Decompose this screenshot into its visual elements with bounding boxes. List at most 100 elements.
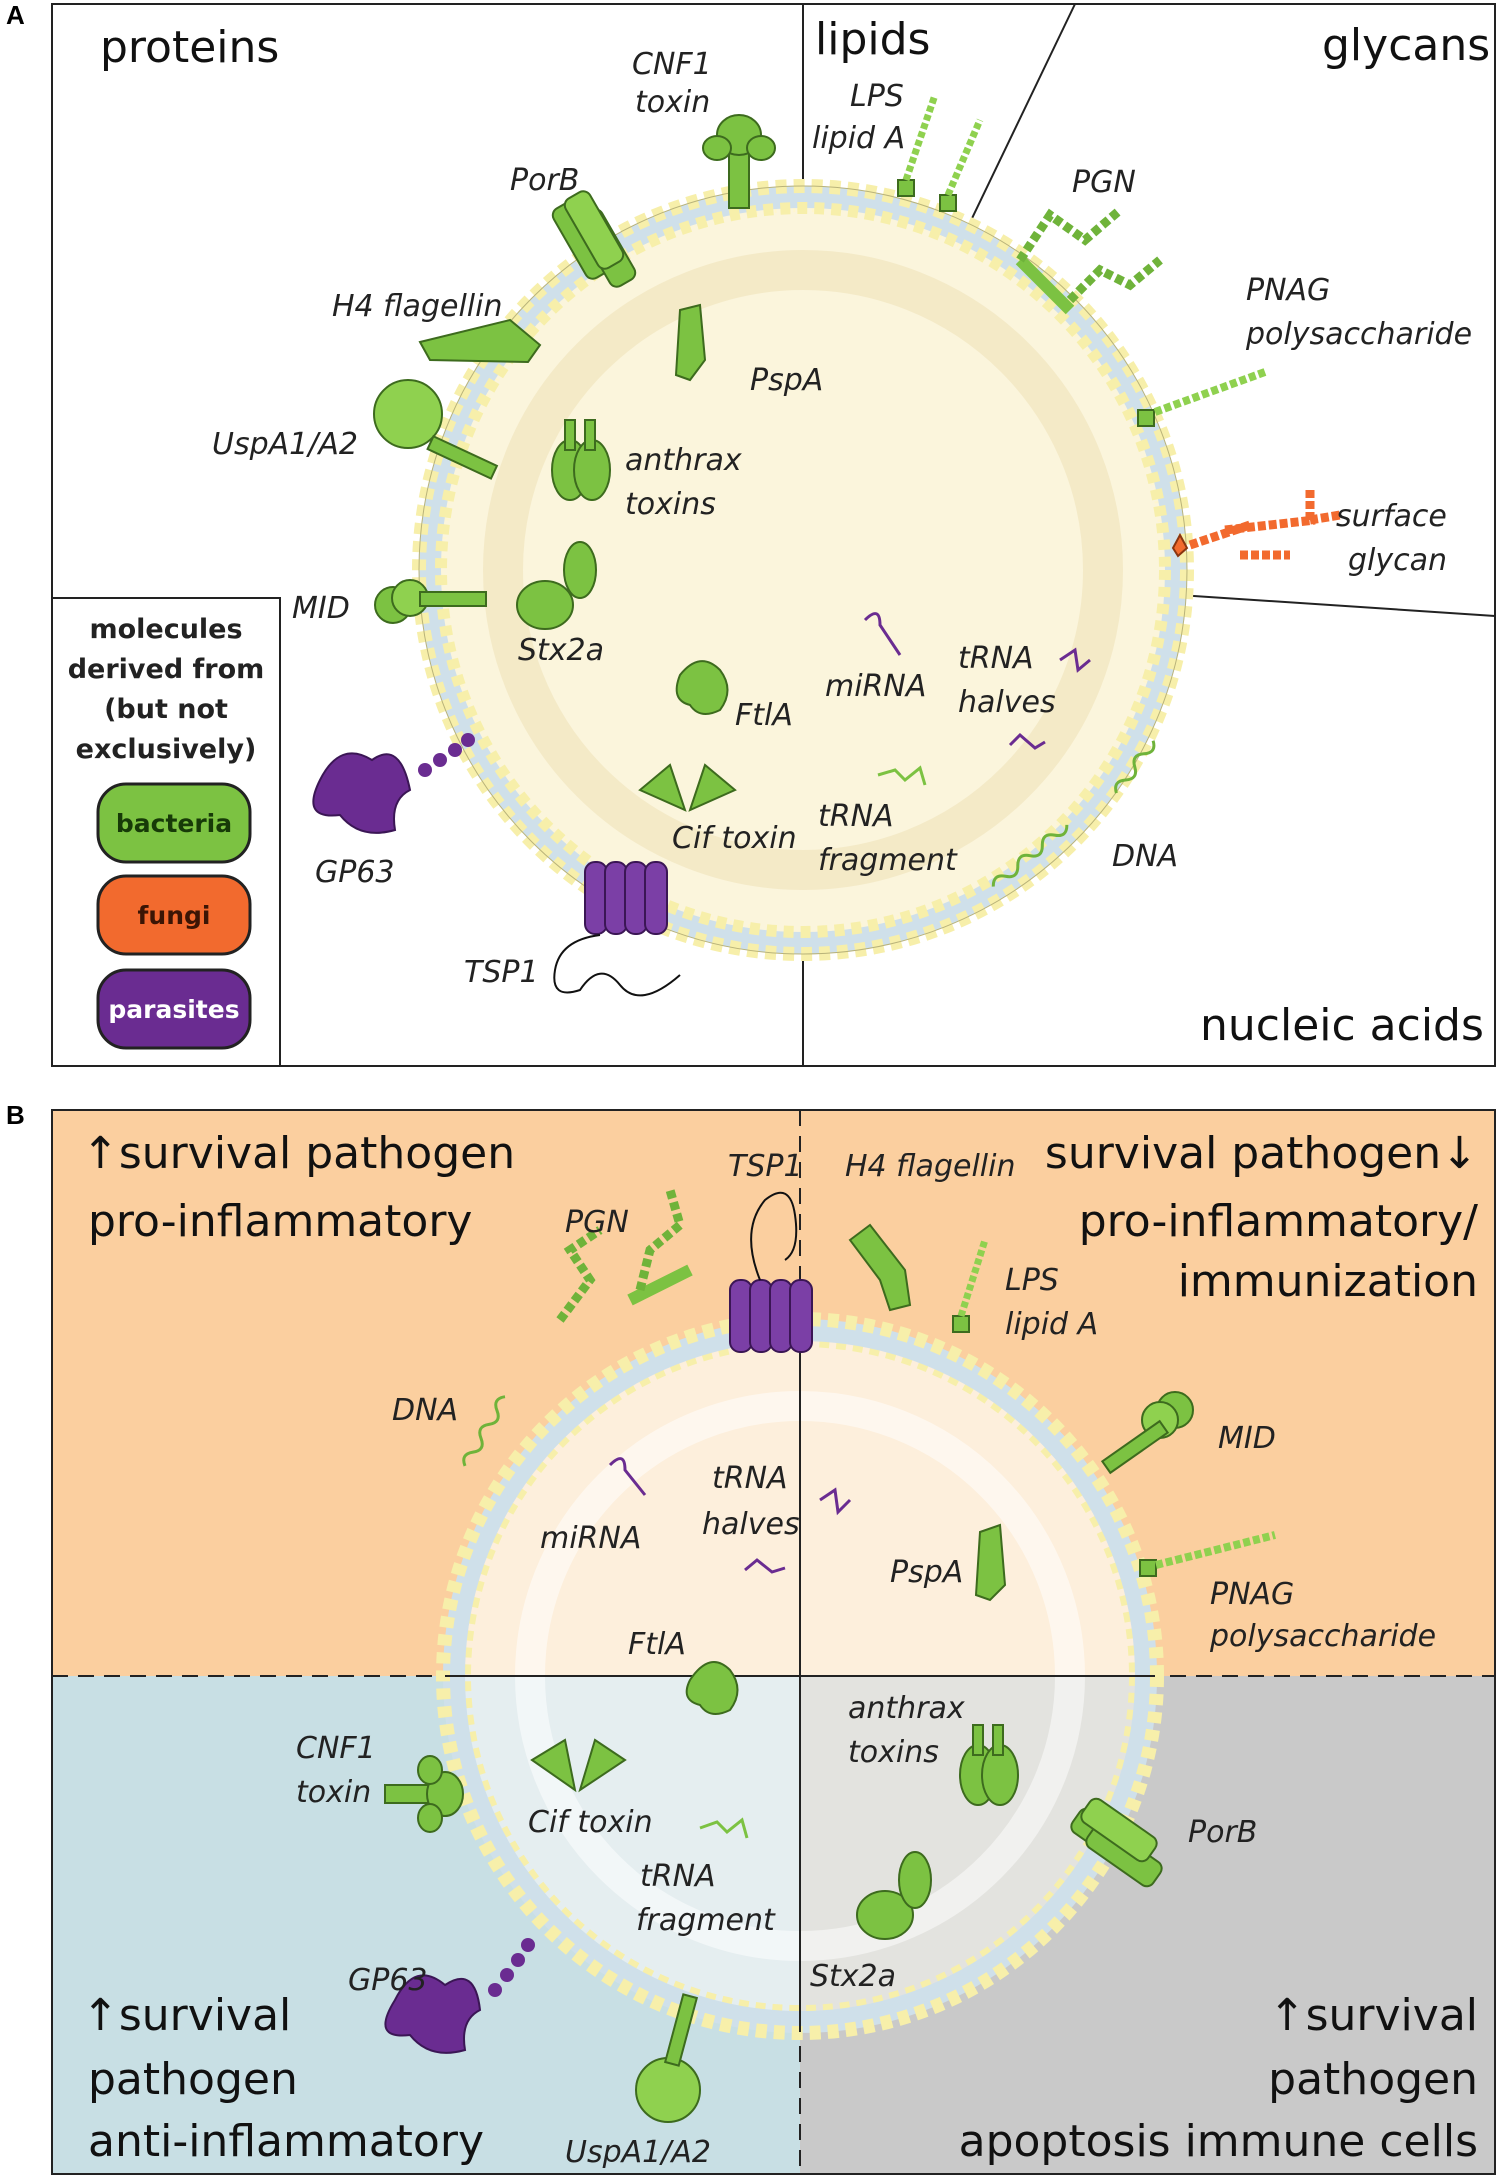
label-b-cnf1-2: toxin (296, 1775, 371, 1810)
label-a-tsp1: TSP1 (464, 955, 539, 990)
uspa-icon-b (635, 1993, 701, 2123)
label-b-lps-2: lipid A (1005, 1307, 1098, 1342)
ftla-icon-a (675, 660, 729, 715)
quad-bl-line1: ↑survival (82, 1990, 291, 2041)
label-a-cnf1-1: CNF1 (632, 47, 712, 82)
porb-icon-a (551, 190, 637, 288)
label-b-trna-f2: fragment (636, 1903, 776, 1938)
anthrax-toxins-icon-b (959, 1724, 1019, 1806)
pspa-icon-b (974, 1523, 1007, 1602)
mirna-icon-a (863, 612, 902, 656)
quad-tr-line1: survival pathogen↓ (1045, 1128, 1478, 1179)
section-nucleic-acids: nucleic acids (1200, 1000, 1484, 1051)
uspa-icon-a (373, 379, 499, 480)
label-a-gp63: GP63 (315, 855, 395, 890)
legend-label-bacteria: bacteria (116, 809, 232, 838)
quad-tr-line2: pro-inflammatory/ (1079, 1196, 1478, 1247)
pgn-icon-a (1015, 206, 1163, 315)
membrane-core (419, 186, 1187, 954)
arrow-up-icon: ↑ (1269, 1990, 1306, 2041)
gp63-icon-b (384, 1938, 535, 2054)
label-a-anthrax-2: toxins (625, 487, 716, 522)
h4-flagellin-icon-b (848, 1223, 912, 1312)
quad-br-line3: apoptosis immune cells (959, 2116, 1478, 2167)
label-b-cif: Cif toxin (528, 1805, 653, 1840)
label-a-h4: H4 flagellin (332, 289, 502, 324)
vesicle-lumen (423, 190, 1183, 950)
legend-label-parasites: parasites (108, 995, 239, 1024)
label-b-tsp1: TSP1 (728, 1149, 803, 1184)
label-a-cif: Cif toxin (672, 821, 797, 856)
tsp1-icon-a (553, 861, 681, 997)
label-b-stx: Stx2a (810, 1959, 896, 1994)
h4-flagellin-icon-a (418, 318, 542, 364)
arrow-up-icon: ↑ (82, 1128, 119, 1179)
label-b-pspa: PspA (890, 1555, 963, 1590)
legend-swatch-bacteria (96, 782, 252, 864)
label-b-mirna: miRNA (540, 1521, 641, 1556)
quad-tl-line1: ↑survival pathogen (82, 1128, 515, 1179)
trna-halves-icon-a (1008, 647, 1091, 750)
label-a-surface-1: surface (1336, 499, 1447, 534)
panel-b-letter: B (6, 1100, 25, 1130)
stx2a-icon-b (856, 1851, 932, 1940)
label-a-surface-2: glycan (1348, 543, 1447, 578)
label-a-porb: PorB (510, 163, 579, 198)
porb-icon-b (1070, 1797, 1163, 1888)
label-a-cnf1-2: toxin (635, 85, 710, 120)
mid-icon-b (1100, 1391, 1194, 1475)
vesicle-b (436, 1312, 1164, 2040)
ftla-icon-b (685, 1661, 739, 1715)
label-b-anthrax-1: anthrax (848, 1691, 965, 1726)
mirna-icon-b (608, 1457, 647, 1496)
label-b-gp63: GP63 (348, 1963, 428, 1998)
section-proteins: proteins (100, 22, 279, 73)
quad-bl-line3: anti-inflammatory (88, 2116, 484, 2167)
label-b-lps-1: LPS (1005, 1263, 1059, 1298)
trna-fragment-icon-b (699, 1817, 749, 1839)
label-a-lps-1: LPS (850, 79, 904, 114)
label-b-anthrax-2: toxins (848, 1735, 939, 1770)
surface-glycan-icon-a (1171, 490, 1341, 560)
label-a-trna-f1: tRNA (818, 799, 894, 834)
section-glycans: glycans (1322, 20, 1490, 71)
label-a-pgn: PGN (1072, 165, 1136, 200)
label-a-lps-2: lipid A (812, 121, 905, 156)
quad-bl-line2: pathogen (88, 2054, 298, 2105)
label-b-cnf1-1: CNF1 (296, 1731, 376, 1766)
label-a-trna-f2: fragment (818, 843, 958, 878)
label-b-pgn: PGN (565, 1205, 629, 1240)
label-a-ftla: FtlA (735, 698, 793, 733)
trna-halves-icon-b (744, 1487, 852, 1574)
section-lipids: lipids (815, 14, 930, 65)
mid-icon-a (374, 579, 487, 624)
trna-fragment-icon-a (877, 765, 927, 786)
label-b-mid: MID (1218, 1421, 1276, 1456)
label-a-pnag-1: PNAG (1246, 273, 1330, 308)
cif-toxin-icon-a (638, 763, 737, 812)
quad-tl-line2: pro-inflammatory (88, 1196, 472, 1247)
lps-lipid-a-icon-b (952, 1238, 989, 1333)
cnf1-toxin-icon-a (702, 114, 776, 209)
label-b-uspa: UspA1/A2 (565, 2135, 711, 2170)
label-b-porb: PorB (1188, 1815, 1257, 1850)
quad-tr-line3: immunization (1178, 1256, 1478, 1307)
legend-title-1: molecules (89, 614, 242, 645)
pgn-icon-b (556, 1188, 693, 1323)
label-b-pnag-2: polysaccharide (1209, 1619, 1436, 1654)
legend-title-2: derived from (68, 654, 265, 685)
label-a-mid: MID (292, 591, 350, 626)
label-a-trna-h2: halves (958, 685, 1056, 720)
vesicle-a (412, 179, 1194, 961)
label-b-trna-f1: tRNA (640, 1859, 716, 1894)
panel-a-letter: A (6, 0, 25, 30)
legend-label-fungi: fungi (138, 901, 211, 930)
stx2a-icon-a (516, 541, 597, 630)
label-a-stx: Stx2a (518, 633, 604, 668)
label-a-trna-h1: tRNA (958, 641, 1034, 676)
tsp1-icon-b (729, 1191, 813, 1353)
label-a-pspa: PspA (750, 363, 823, 398)
lps-lipid-a-icon-a (897, 93, 984, 212)
legend-swatch-fungi (96, 874, 252, 956)
